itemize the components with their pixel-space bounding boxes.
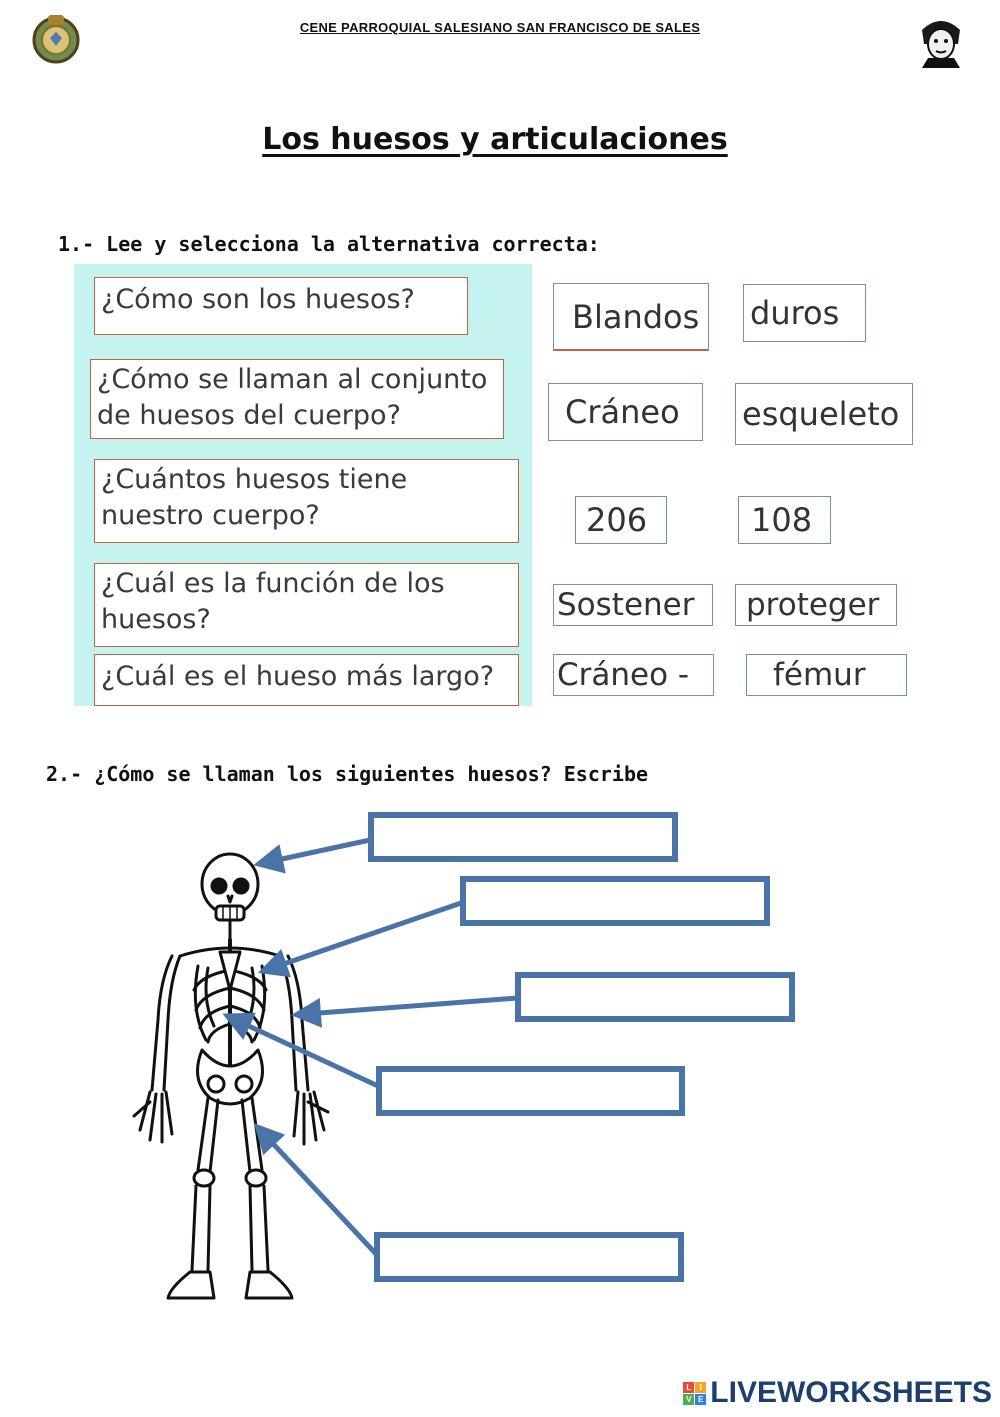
answer-box-skull[interactable] [368, 812, 678, 862]
option-5b[interactable]: fémur [746, 654, 907, 696]
school-name: CENE PARROQUIAL SALESIANO SAN FRANCISCO … [299, 20, 701, 35]
question-5: ¿Cuál es el hueso más largo? [94, 654, 519, 706]
option-4b[interactable]: proteger [735, 584, 897, 626]
question-2: ¿Cómo se llaman al conjunto de huesos de… [90, 359, 504, 439]
liveworksheets-brand: LIVEWORKSHEETS [710, 1376, 992, 1409]
answer-box-femur[interactable] [374, 1232, 684, 1282]
answer-box-ribs[interactable] [515, 972, 795, 1022]
option-3b[interactable]: 108 [738, 496, 831, 544]
school-crest-logo [30, 12, 82, 66]
question-4: ¿Cuál es la función de los huesos? [94, 563, 519, 647]
answer-box-spine[interactable] [376, 1066, 685, 1116]
option-3a[interactable]: 206 [575, 496, 667, 544]
section2-heading: 2.- ¿Cómo se llaman los siguientes hueso… [46, 762, 649, 786]
worksheet-title: Los huesos y articulaciones [262, 122, 728, 157]
option-4a[interactable]: Sostener [553, 584, 713, 626]
option-2a[interactable]: Cráneo [548, 383, 703, 441]
skeleton-illustration [110, 840, 370, 1320]
section1-heading: 1.- Lee y selecciona la alternativa corr… [58, 232, 600, 256]
question-1: ¿Cómo son los huesos? [94, 277, 468, 335]
saint-portrait-logo [918, 14, 964, 68]
option-5a[interactable]: Cráneo - [553, 654, 714, 696]
question-3: ¿Cuántos huesos tiene nuestro cuerpo? [94, 459, 519, 543]
option-2b[interactable]: esqueleto [735, 383, 913, 445]
answer-box-clavicle[interactable] [460, 876, 770, 926]
option-1a[interactable]: Blandos [553, 283, 709, 351]
option-1b[interactable]: duros [743, 284, 866, 342]
